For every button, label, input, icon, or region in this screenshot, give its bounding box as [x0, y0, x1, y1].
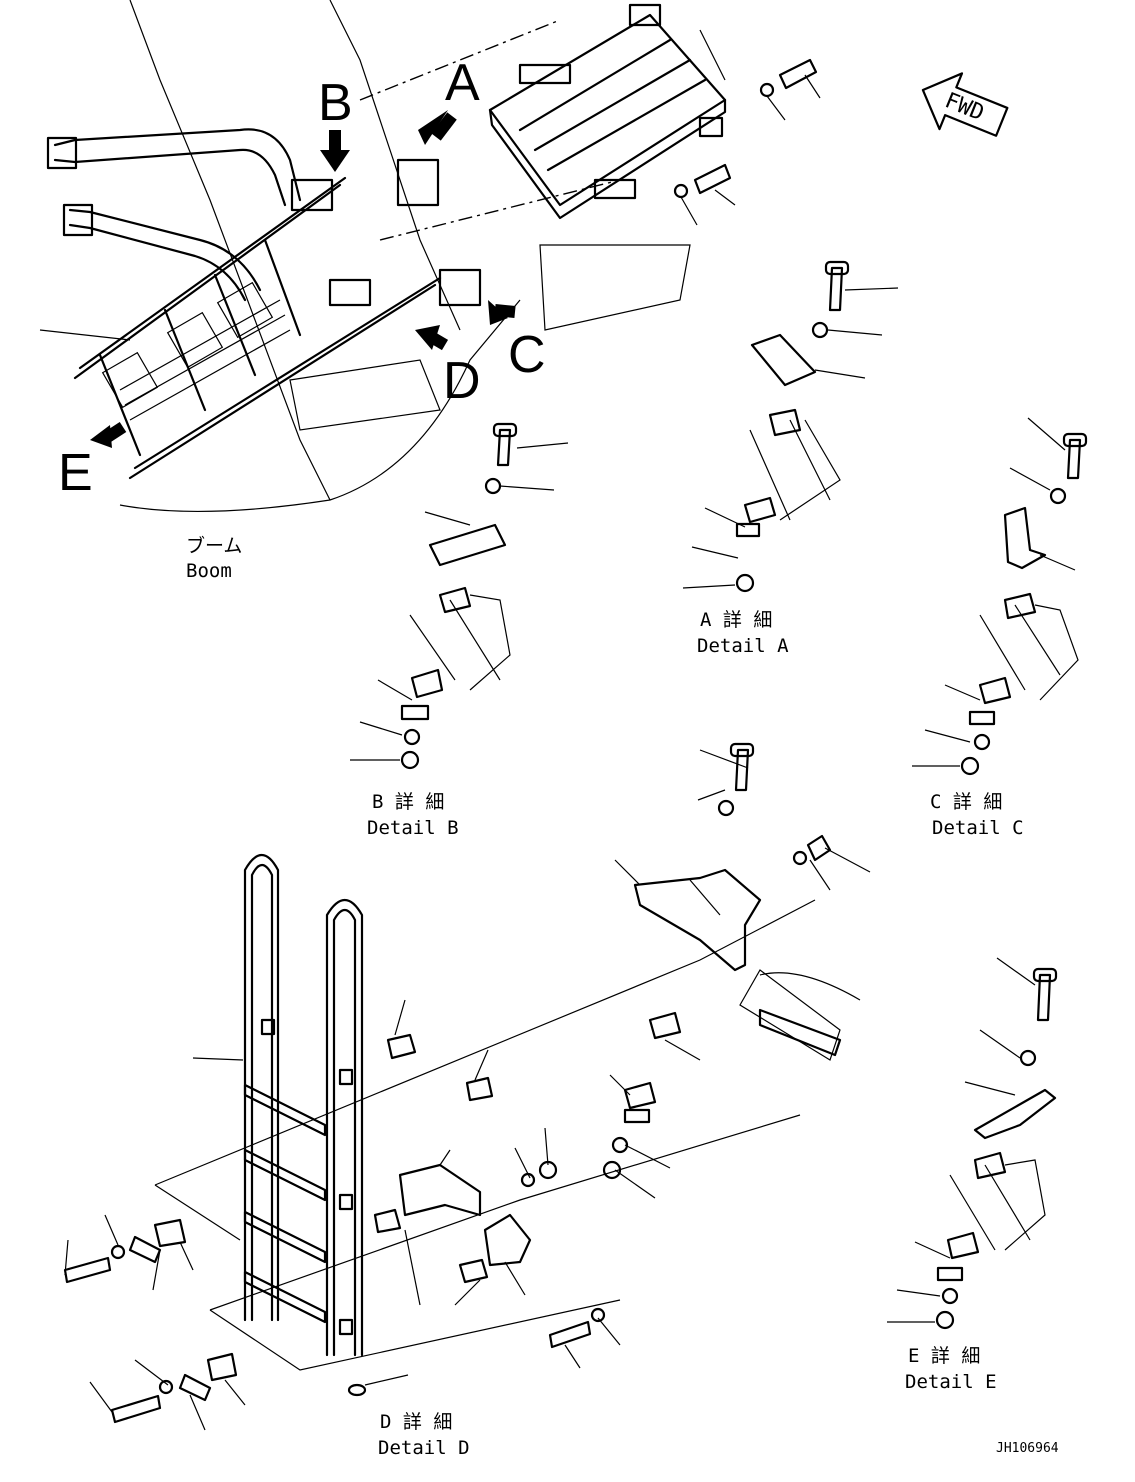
- drawing-id: JH106964: [996, 1441, 1059, 1456]
- deck-plate: [488, 3, 727, 220]
- view-label-b: B: [318, 74, 353, 132]
- detail-b-assembly: B 詳 細 Detail B: [350, 422, 569, 839]
- detail-e-assembly: E 詳 細 Detail E: [739, 957, 1058, 1393]
- detail-a-assembly: A 詳 細 Detail A: [682, 260, 899, 657]
- top-bolts: [673, 29, 821, 226]
- detail-d-label-en: Detail D: [378, 1437, 470, 1459]
- boom-overview: A B C D E ブーム Boom: [39, 0, 727, 582]
- detail-c-label-en: Detail C: [932, 817, 1024, 839]
- fwd-arrow-icon: FWD: [921, 72, 1009, 137]
- detail-b-label-en: Detail B: [367, 817, 459, 839]
- bracket-b-overview: [290, 178, 334, 212]
- detail-a-label-jp: A 詳 細: [700, 609, 772, 631]
- detail-a-label-en: Detail A: [697, 635, 789, 657]
- view-label-a: A: [445, 54, 480, 112]
- fwd-label: FWD: [941, 88, 987, 126]
- detail-c-label-jp: C 詳 細: [930, 791, 1002, 813]
- boom-label-en: Boom: [186, 560, 232, 582]
- detail-d-assembly: D 詳 細 Detail D: [63, 742, 871, 1459]
- bracket-a-overview: [396, 158, 440, 207]
- bracket-c-overview: [438, 268, 482, 307]
- arrow-d-icon: [415, 325, 449, 351]
- detail-b-label-jp: B 詳 細: [372, 791, 444, 813]
- bracket-d-overview: [328, 278, 372, 307]
- view-label-d: D: [443, 352, 481, 410]
- arrow-a-icon: [418, 110, 457, 145]
- arrow-b-icon: [320, 130, 350, 172]
- view-label-c: C: [508, 326, 546, 384]
- detail-c-assembly: C 詳 細 Detail C: [912, 417, 1088, 839]
- boom-label-jp: ブーム: [186, 534, 242, 557]
- view-label-e: E: [58, 444, 93, 502]
- arrow-e-icon: [90, 421, 127, 448]
- arrow-c-icon: [488, 300, 516, 325]
- detail-e-label-en: Detail E: [905, 1371, 997, 1393]
- detail-d-label-jp: D 詳 細: [380, 1411, 452, 1433]
- ladder-detail: [243, 853, 367, 1397]
- detail-e-label-jp: E 詳 細: [908, 1345, 980, 1367]
